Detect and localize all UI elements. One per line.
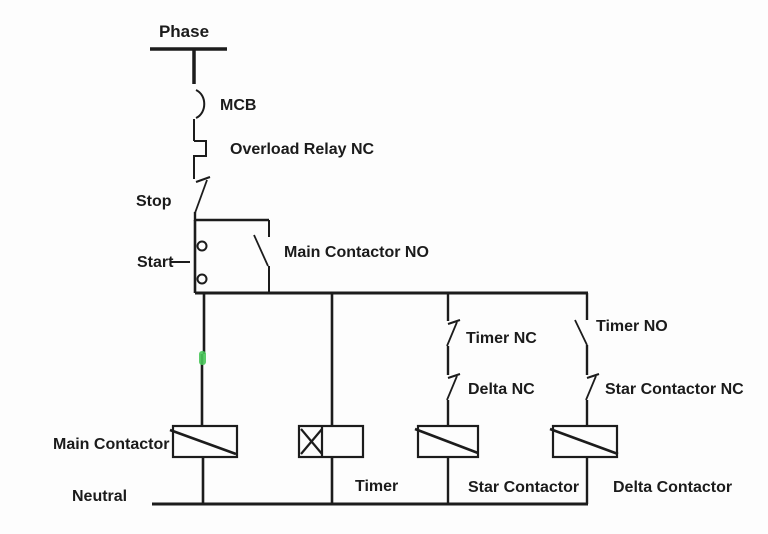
main-contactor-no-label: Main Contactor NO: [284, 244, 429, 261]
stop-nc-contact-symbol: [194, 176, 211, 214]
timer-no-contact-symbol: [574, 319, 588, 346]
nc-contact-blade: [194, 179, 208, 214]
delta-contactor-coil-label: Delta Contactor: [613, 479, 732, 496]
delta-nc-label: Delta NC: [468, 381, 535, 398]
nc-contact-blade: [585, 375, 597, 401]
mcb-breaker-symbol: [195, 89, 206, 119]
stop-label: Stop: [136, 193, 172, 210]
mcb-label: MCB: [220, 97, 256, 114]
timer-nc-contact-symbol: [446, 319, 461, 347]
timer-nc-label: Timer NC: [466, 330, 537, 347]
main-contactor-coil-label: Main Contactor: [53, 436, 169, 453]
main-contactor-coil-diagonal: [169, 428, 237, 456]
nc-contact-tick: [195, 176, 211, 183]
nc-contact-tick: [586, 373, 600, 379]
overload-relay-symbol: [193, 140, 207, 179]
timer-coil-box: [297, 424, 365, 459]
delta-contactor-coil-diagonal: [549, 427, 619, 456]
overload-relay-label: Overload Relay NC: [230, 141, 375, 158]
timer-coil-symbol: [297, 424, 365, 459]
no-contact-blade: [253, 234, 269, 267]
push-button-terminal-bottom: [196, 273, 208, 285]
nc-contact-tick: [447, 319, 461, 325]
start-label: Start: [137, 254, 174, 271]
nc-contact-blade: [446, 375, 458, 401]
start-push-button-symbol: [196, 240, 208, 285]
star-contactor-nc-label: Star Contactor NC: [605, 381, 744, 398]
delta-nc-contact-symbol: [446, 373, 461, 401]
timer-coil-x2: [300, 428, 323, 455]
star-contactor-coil-diagonal: [414, 427, 479, 455]
nc-contact-tick: [447, 373, 461, 379]
star-contactor-nc-contact-symbol: [585, 373, 600, 401]
nc-contact-blade: [446, 321, 458, 347]
neutral-label: Neutral: [72, 488, 127, 505]
timer-no-label: Timer NO: [596, 318, 668, 335]
star-contactor-coil-label: Star Contactor: [468, 479, 579, 496]
push-button-terminal-top: [196, 240, 208, 252]
main-contactor-coil-symbol: [171, 424, 239, 459]
delta-contactor-coil-symbol: [551, 424, 619, 459]
timer-coil-label: Timer: [355, 478, 398, 495]
main-contactor-no-contact-symbol: [253, 220, 270, 293]
green-marker: [199, 351, 206, 365]
phase-label: Phase: [159, 22, 209, 41]
